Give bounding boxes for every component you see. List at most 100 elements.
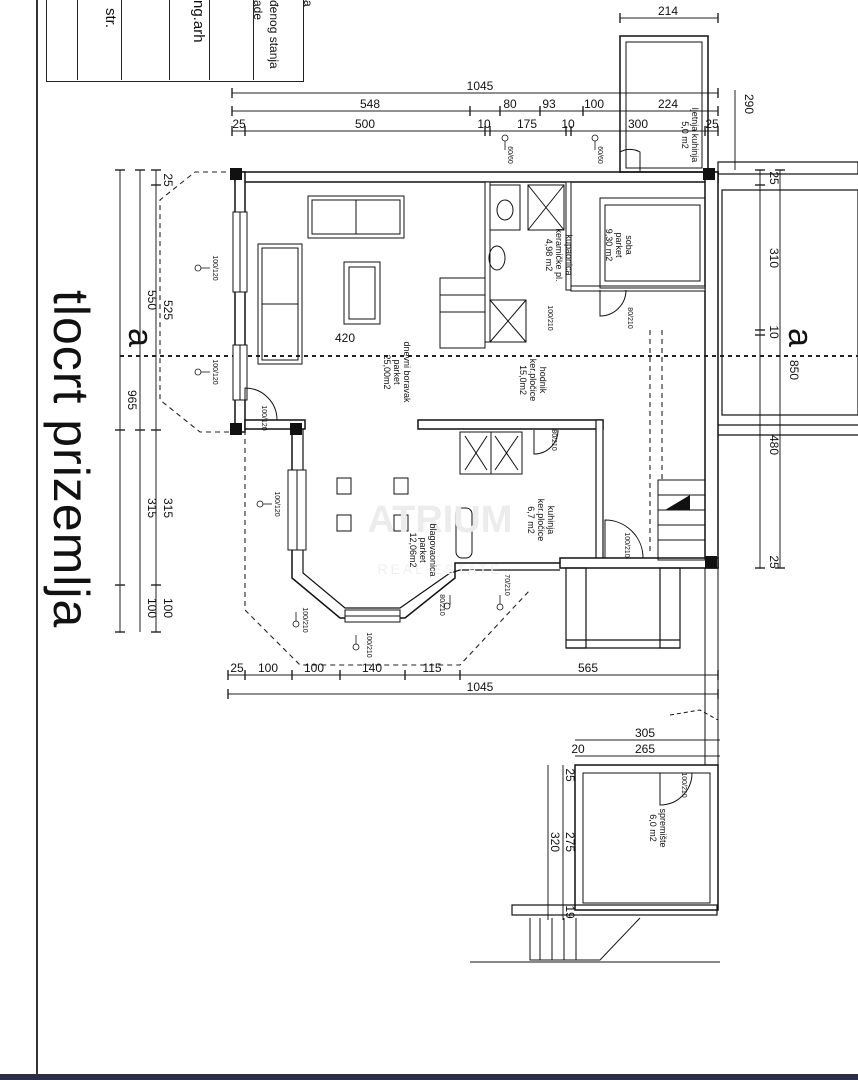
win-label-8: 80/210 <box>626 307 633 329</box>
door-storage <box>659 772 693 806</box>
storage-inner <box>582 772 711 904</box>
staircase <box>657 479 706 561</box>
dim-right-3: 850 <box>787 360 801 380</box>
terrace-right <box>721 189 858 416</box>
dim-top-small: 214 <box>658 4 678 18</box>
summer-kitchen-inner <box>625 41 703 169</box>
win-label-0: 100/120 <box>211 255 218 280</box>
wall-top <box>234 171 719 183</box>
dim-bottom-4: 115 <box>422 661 441 675</box>
room-kitchen-floor: ker.pločice <box>536 499 546 542</box>
dim-right-0: 25 <box>767 171 781 185</box>
bathroom-sink <box>488 245 506 271</box>
bed <box>599 197 706 289</box>
dim-left-1: 525 <box>161 300 175 320</box>
watermark-logo: ATRIUM <box>368 499 513 541</box>
wall-right <box>704 171 719 569</box>
dim-left-3: 965 <box>125 390 139 410</box>
dim-right-290: 290 <box>742 94 756 114</box>
dim-top-r2-0: 25 <box>232 117 246 131</box>
dim-left-2: 550 <box>145 290 159 310</box>
porch-post-left <box>565 567 587 649</box>
room-bedroom-floor: parket <box>614 232 624 258</box>
dim-bottom-2: 100 <box>304 661 324 675</box>
win-label-14: 100/210 <box>680 772 687 797</box>
win-label-13: 80/210 <box>438 594 445 616</box>
dim-left-7: 100 <box>145 598 159 618</box>
title-block-col-3 <box>121 0 170 80</box>
room-bedroom-area: 9,30 m2 <box>604 229 614 262</box>
dim-left-4: 315 <box>161 498 175 518</box>
win-label-4: 100/210 <box>365 632 372 657</box>
stair-arrow-icon <box>665 495 690 510</box>
dim-right-4: 480 <box>767 435 781 455</box>
dim-top-total: 1045 <box>467 79 494 93</box>
win-label-1: 100/120 <box>211 359 218 384</box>
watermark-sub: REAL ESTATE <box>377 561 502 577</box>
dining-bay-outer <box>291 425 560 619</box>
dim-bottom-0: 25 <box>230 661 244 675</box>
title-block-col-4 <box>169 0 210 80</box>
dim-right-5: 25 <box>767 555 781 569</box>
title-block-col-5 <box>209 0 254 80</box>
room-living-name: dnevni boravak <box>402 341 412 403</box>
room-hall-name: hodnik <box>538 367 548 394</box>
room-bath-area: 4,98 m2 <box>544 239 554 272</box>
title-block-col-1 <box>47 0 78 80</box>
dim-left-5: 315 <box>145 498 159 518</box>
dim-living-width: 420 <box>335 331 355 345</box>
dim-annex-left-0: 25 <box>563 768 577 782</box>
wall-kitchen-right <box>595 419 604 561</box>
dim-annex-left-1: 275 <box>563 832 577 852</box>
dim-top-r1-3: 100 <box>584 97 604 111</box>
dim-top-r2-6: 25 <box>705 117 719 131</box>
win-label-12: 70/210 <box>503 574 510 596</box>
dashed-overhang-left <box>159 171 235 433</box>
dashed-overhang-bottom <box>244 430 531 666</box>
door-porch <box>604 519 644 559</box>
door-kitchen <box>533 429 559 455</box>
summer-kitchen-outline <box>619 35 709 173</box>
room-living-area: 25,00m2 <box>382 354 392 389</box>
room-storage-area: 6,0 m2 <box>648 814 658 842</box>
dim-annex-2: 265 <box>635 742 655 756</box>
dim-left-6: 100 <box>161 598 175 618</box>
sofa-top <box>307 195 405 239</box>
room-bedroom-name: soba <box>624 235 634 255</box>
room-dining-area: 12,06m2 <box>408 532 418 567</box>
dim-bottom-total: 1045 <box>467 680 494 694</box>
win-label-10: 80/210 <box>550 429 557 451</box>
dim-annex-1: 20 <box>571 742 585 756</box>
cabinet <box>439 277 486 349</box>
dim-right-2: 10 <box>767 325 781 339</box>
win-label-3: 100/210 <box>301 607 308 632</box>
win-label-11: 100/210 <box>623 532 630 557</box>
door-living <box>244 387 278 421</box>
room-dining-floor: parket <box>418 537 428 563</box>
dim-right-1: 310 <box>767 248 781 268</box>
dim-top-r2-5: 300 <box>628 117 648 131</box>
dim-bottom-3: 140 <box>362 661 382 675</box>
storage-outline <box>574 764 719 911</box>
dim-top-r1-2: 93 <box>542 97 556 111</box>
win-label-5: 60/60 <box>506 146 513 164</box>
room-kitchen-area: 6,7 m2 <box>526 506 536 534</box>
storage-step <box>511 904 718 916</box>
win-label-2: 100/120 <box>273 491 280 516</box>
room-bath-name: kupaonica <box>564 234 574 275</box>
dim-top-r2-2: 10 <box>477 117 491 131</box>
dim-top-r2-4: 10 <box>561 117 575 131</box>
dim-top-r1-1: 80 <box>503 97 517 111</box>
room-dining-name: blagovaonica <box>428 523 438 576</box>
title-block-col-2 <box>77 0 122 80</box>
room-storage-name: spremište <box>658 808 668 847</box>
wall-kitchen-top <box>417 419 604 430</box>
dim-top-r1-4: 224 <box>658 97 678 111</box>
bottom-edge-bar <box>0 1074 858 1080</box>
dim-top-r1-0: 548 <box>360 97 380 111</box>
win-label-9: 100/210 <box>546 305 553 330</box>
toilet <box>489 184 521 231</box>
win-label-6: 60/60 <box>596 146 603 164</box>
porch-post-right <box>659 567 681 649</box>
dim-bottom-5: 565 <box>578 661 598 675</box>
